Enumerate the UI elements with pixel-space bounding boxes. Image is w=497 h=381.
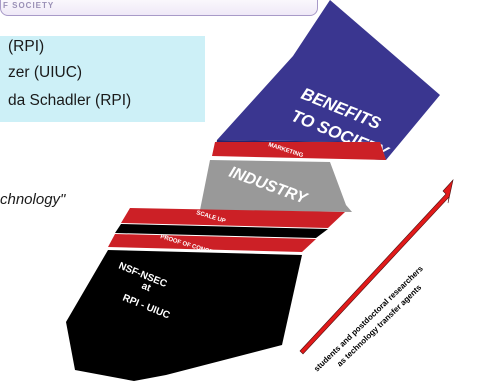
team-name-line-2: zer (UIUC) xyxy=(8,64,83,81)
base-step: NSF-NSEC at RPI - UIUC xyxy=(66,250,302,381)
marketing-step: MARKETING xyxy=(212,142,386,160)
team-names-box: (RPI) zer (UIUC) da Schadler (RPI) xyxy=(0,36,205,122)
benefits-block xyxy=(217,0,440,160)
transfer-arrow-label-line-2: as technology transfer agents xyxy=(335,283,424,369)
section-tag: F SOCIETY xyxy=(0,0,318,16)
section-tag-text: F SOCIETY xyxy=(3,1,55,10)
proof-band xyxy=(108,234,316,252)
marketing-band xyxy=(212,142,386,160)
transfer-arrow-shape xyxy=(299,178,454,355)
team-name-line-1: (RPI) xyxy=(8,38,45,55)
scale-up-step: SCALE UP xyxy=(121,208,345,228)
industry-step: INDUSTRY xyxy=(200,160,352,212)
industry-block xyxy=(200,160,352,212)
team-name-line-3: da Schadler (RPI) xyxy=(8,92,132,109)
base-block xyxy=(66,250,302,381)
step-gap-shadow xyxy=(115,224,328,238)
quote-text: chnology" xyxy=(0,191,66,208)
benefits-step: BENEFITS TO SOCIETY xyxy=(215,0,440,163)
scale-up-band xyxy=(121,208,345,228)
